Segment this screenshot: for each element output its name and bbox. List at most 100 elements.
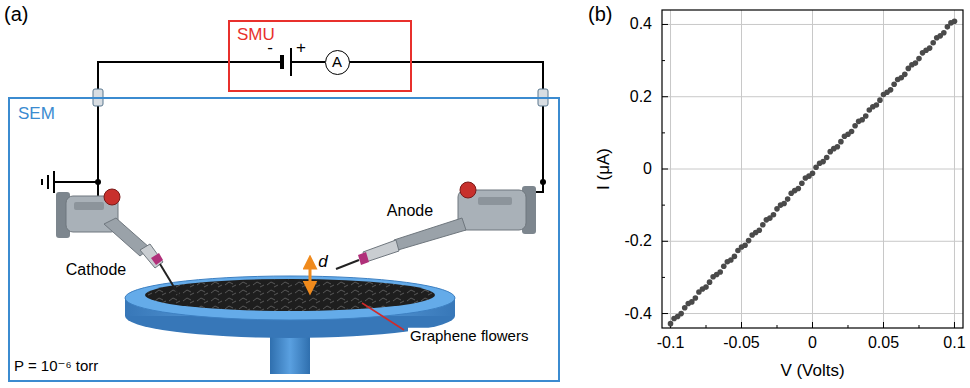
data-point	[913, 60, 919, 66]
anode-manipulator	[460, 182, 476, 198]
data-point	[703, 284, 709, 290]
tick-mark	[812, 322, 813, 328]
data-point	[930, 40, 936, 46]
anode-manipulator	[478, 197, 512, 205]
circuit-wire	[349, 62, 543, 182]
tick-mark	[662, 241, 668, 242]
data-point	[891, 81, 897, 87]
data-point	[916, 56, 922, 62]
iv-chart	[662, 10, 963, 328]
grid-line	[662, 24, 963, 25]
junction-dot	[540, 179, 546, 185]
panel-letter: (a)	[4, 3, 28, 25]
data-point	[902, 72, 908, 78]
polarity-sign: +	[296, 39, 306, 58]
tick-mark	[662, 313, 668, 314]
data-point	[849, 129, 855, 135]
anode-manipulator	[336, 260, 359, 269]
grid-line	[662, 313, 963, 314]
data-point	[835, 144, 841, 150]
data-point	[678, 311, 684, 317]
anode-manipulator	[336, 182, 536, 269]
battery-symbol	[282, 48, 291, 76]
data-point	[746, 238, 752, 244]
ground-symbol	[42, 171, 54, 193]
tick-label: -0.4	[624, 305, 652, 323]
node-label: A	[332, 54, 342, 71]
data-point	[927, 45, 933, 51]
data-point	[799, 180, 805, 186]
data-point	[785, 196, 791, 202]
data-point	[781, 201, 787, 207]
part-label: Graphene flowers	[408, 328, 530, 345]
data-point	[760, 222, 766, 228]
ammeter-circle: A	[325, 50, 350, 75]
data-point	[838, 139, 844, 145]
leader-line	[362, 303, 404, 330]
data-point	[810, 170, 816, 176]
cathode-manipulator	[56, 189, 180, 297]
smu-box: SMU A	[228, 20, 412, 92]
data-point	[941, 30, 947, 36]
tick-mark	[883, 322, 884, 328]
data-point	[874, 102, 880, 108]
circuit-wire	[55, 181, 98, 183]
tick-label: 0	[808, 334, 817, 352]
data-point	[852, 123, 858, 129]
leader-line	[362, 303, 404, 330]
tick-label: -0.1	[657, 334, 685, 352]
cathode-manipulator	[151, 253, 163, 265]
junction-dot	[95, 179, 101, 185]
gap-arrow	[309, 262, 312, 288]
ground-symbol	[41, 179, 43, 185]
ground-symbol	[47, 175, 49, 189]
tick-label: 0.4	[630, 16, 652, 34]
tick-mark	[662, 24, 668, 25]
tick-mark	[662, 24, 668, 313]
condition-note: P = 10⁻⁶ torr	[14, 358, 98, 375]
ground-symbol	[53, 171, 55, 193]
tick-label: 0.1	[943, 334, 965, 352]
graphene-flowers-sample	[145, 279, 435, 311]
grid-line	[662, 24, 963, 313]
tick-mark	[662, 169, 668, 170]
cathode-manipulator	[74, 202, 104, 210]
tick-label: -0.2	[624, 232, 652, 250]
anode-manipulator	[363, 240, 399, 262]
battery-symbol	[280, 55, 284, 69]
grid-line	[662, 169, 963, 170]
data-point	[888, 87, 894, 93]
plot-frame	[662, 10, 963, 328]
anode-manipulator	[358, 252, 369, 265]
data-point	[668, 321, 674, 327]
graphene-flowers-sample	[145, 279, 435, 311]
anode-manipulator	[394, 218, 466, 250]
sample-stage	[125, 276, 455, 320]
dimension-label: d	[318, 253, 327, 272]
polarity-sign: -	[267, 39, 273, 58]
node-label: SEM	[18, 105, 550, 124]
tick-label: 0	[643, 160, 652, 178]
tick-mark	[741, 322, 742, 328]
part-label: Cathode	[64, 261, 129, 279]
data-point	[668, 18, 958, 326]
sample-stage	[125, 276, 455, 374]
data-point	[732, 254, 738, 260]
cathode-manipulator	[160, 264, 180, 297]
tick-mark	[671, 322, 955, 328]
axis-title: V (Volts)	[780, 362, 844, 381]
cathode-manipulator	[104, 189, 120, 205]
tick-label: 0.2	[630, 88, 652, 106]
grid-line	[662, 241, 963, 242]
node-label: SMU	[237, 26, 403, 45]
data-point	[721, 263, 727, 269]
data-point	[707, 279, 713, 285]
circuit-wire	[98, 62, 282, 182]
grid-line	[662, 96, 963, 97]
data-point	[693, 295, 699, 301]
axis-title: I (μA)	[595, 148, 614, 190]
battery-symbol	[290, 48, 292, 76]
data-point	[771, 212, 777, 218]
data-point	[824, 155, 830, 161]
